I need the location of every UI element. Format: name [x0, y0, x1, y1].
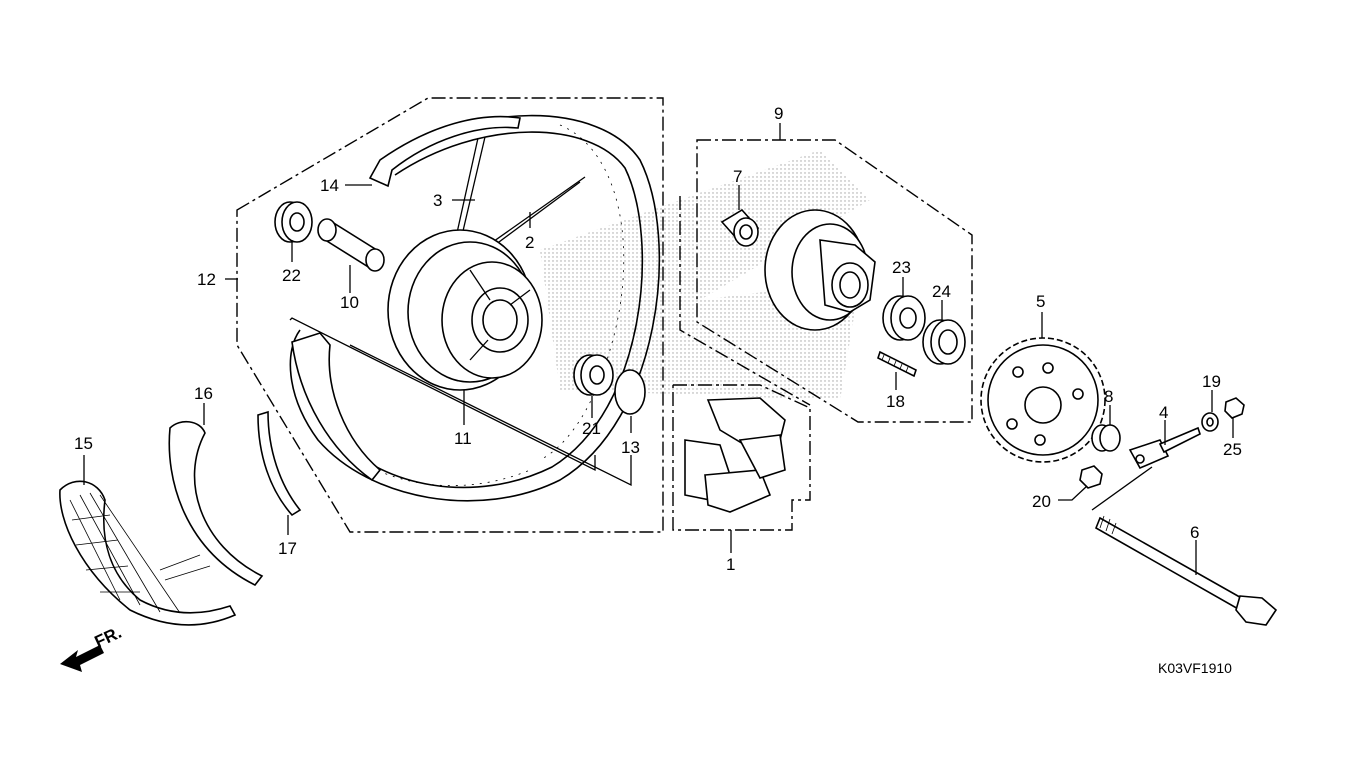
callout-25: 25 [1223, 440, 1242, 459]
bearing-22 [274, 201, 313, 243]
callout-22: 22 [282, 266, 301, 285]
group-box-1 [672, 384, 811, 531]
callout-13: 13 [621, 438, 640, 457]
sprocket [980, 337, 1106, 463]
stud-bolt-18 [877, 350, 917, 378]
callout-20: 20 [1032, 492, 1051, 511]
nut-19 [1201, 412, 1219, 432]
rim-band [368, 115, 521, 188]
callout-14: 14 [320, 176, 339, 195]
nut-20 [1079, 465, 1103, 489]
chain-adjuster [1128, 426, 1201, 470]
callout-16: 16 [194, 384, 213, 403]
callout-21: 21 [582, 419, 601, 438]
inner-tube [159, 420, 264, 587]
callout-9: 9 [774, 104, 783, 123]
bearing-21 [573, 354, 614, 396]
callout-numbers: 1 2 3 4 5 6 7 8 9 10 11 12 13 14 15 16 1… [74, 104, 1242, 574]
rim-band-lower [291, 332, 382, 482]
callout-3: 3 [433, 191, 442, 210]
callout-7: 7 [733, 167, 742, 186]
drawing-code: K03VF1910 [1158, 660, 1232, 676]
callout-23: 23 [892, 258, 911, 277]
group-box-hub-inner [679, 196, 811, 406]
collar-10 [317, 218, 385, 272]
wheel-hub [387, 229, 543, 391]
rear-axle [1094, 515, 1278, 626]
collar-8 [1091, 424, 1121, 452]
bearing-23 [882, 295, 926, 341]
group-box-9 [696, 139, 973, 423]
callout-15: 15 [74, 434, 93, 453]
callout-10: 10 [340, 293, 359, 312]
callout-8: 8 [1104, 387, 1113, 406]
o-ring-13 [614, 369, 646, 415]
callout-6: 6 [1190, 523, 1199, 542]
wheel-damper [684, 397, 786, 513]
callout-17: 17 [278, 539, 297, 558]
collar-7 [720, 208, 760, 247]
callout-19: 19 [1202, 372, 1221, 391]
callout-24: 24 [932, 282, 951, 301]
callout-18: 18 [886, 392, 905, 411]
driven-flange [764, 209, 876, 331]
watermark-logo [540, 150, 870, 400]
nut-25 [1224, 397, 1245, 419]
callout-5: 5 [1036, 292, 1045, 311]
callout-4: 4 [1159, 403, 1168, 422]
callout-2: 2 [525, 233, 534, 252]
leader-lines [83, 123, 1234, 575]
rim-flap [257, 410, 302, 517]
callout-12: 12 [197, 270, 216, 289]
callout-1: 1 [726, 555, 735, 574]
tire [59, 480, 237, 626]
callout-11: 11 [454, 429, 472, 448]
front-direction-arrow: FR. [60, 623, 125, 672]
oil-seal-24 [922, 319, 966, 365]
